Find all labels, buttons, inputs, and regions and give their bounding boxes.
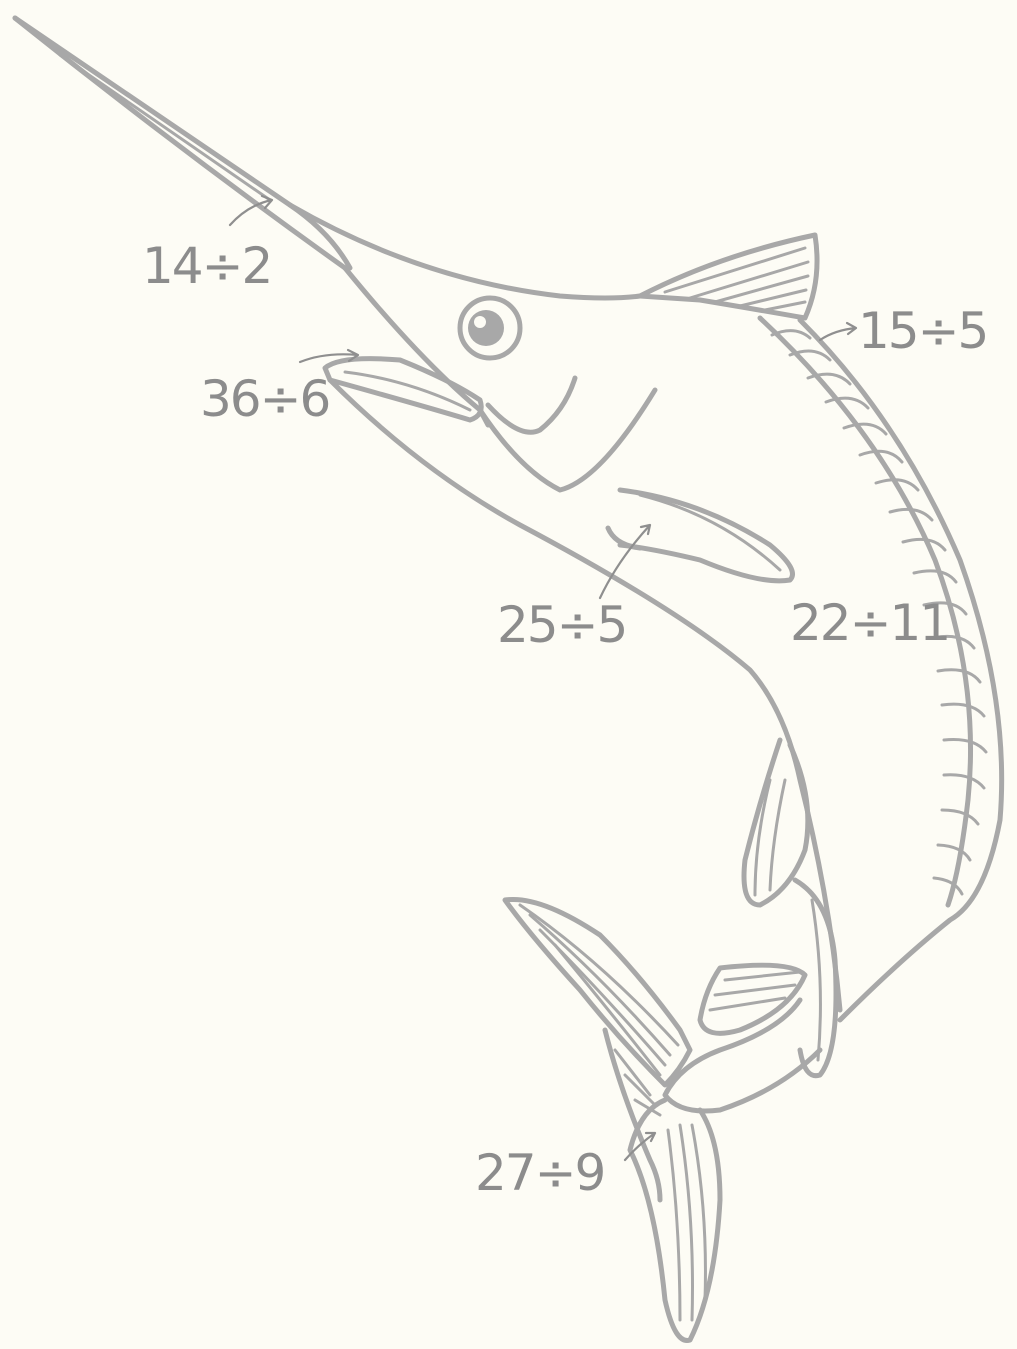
division-labels: 14÷2 36÷6 15÷5 25÷5 22÷11 27÷9 — [142, 237, 987, 1202]
swordfish-lower-body — [665, 740, 836, 1111]
eye-pupil — [468, 310, 504, 346]
swordfish-bill — [15, 18, 350, 268]
swordfish-head — [325, 268, 655, 490]
arrow-pectoral-base — [600, 525, 650, 598]
dorsal-fin — [640, 235, 817, 318]
label-pectoral-base: 25÷5 — [497, 596, 626, 654]
label-arrows — [230, 196, 856, 1160]
tail-lower-lobe — [605, 1030, 720, 1341]
arrow-dorsal — [820, 323, 856, 340]
pectoral-fin — [608, 490, 793, 581]
eye-highlight — [474, 316, 486, 328]
tail-upper-lobe — [505, 899, 690, 1085]
label-bill: 14÷2 — [142, 237, 271, 295]
label-pectoral-fin: 22÷11 — [790, 594, 949, 652]
label-tail: 27÷9 — [475, 1144, 604, 1202]
label-dorsal: 15÷5 — [858, 302, 987, 360]
arrow-mouth — [300, 350, 358, 362]
label-mouth: 36÷6 — [200, 370, 329, 428]
